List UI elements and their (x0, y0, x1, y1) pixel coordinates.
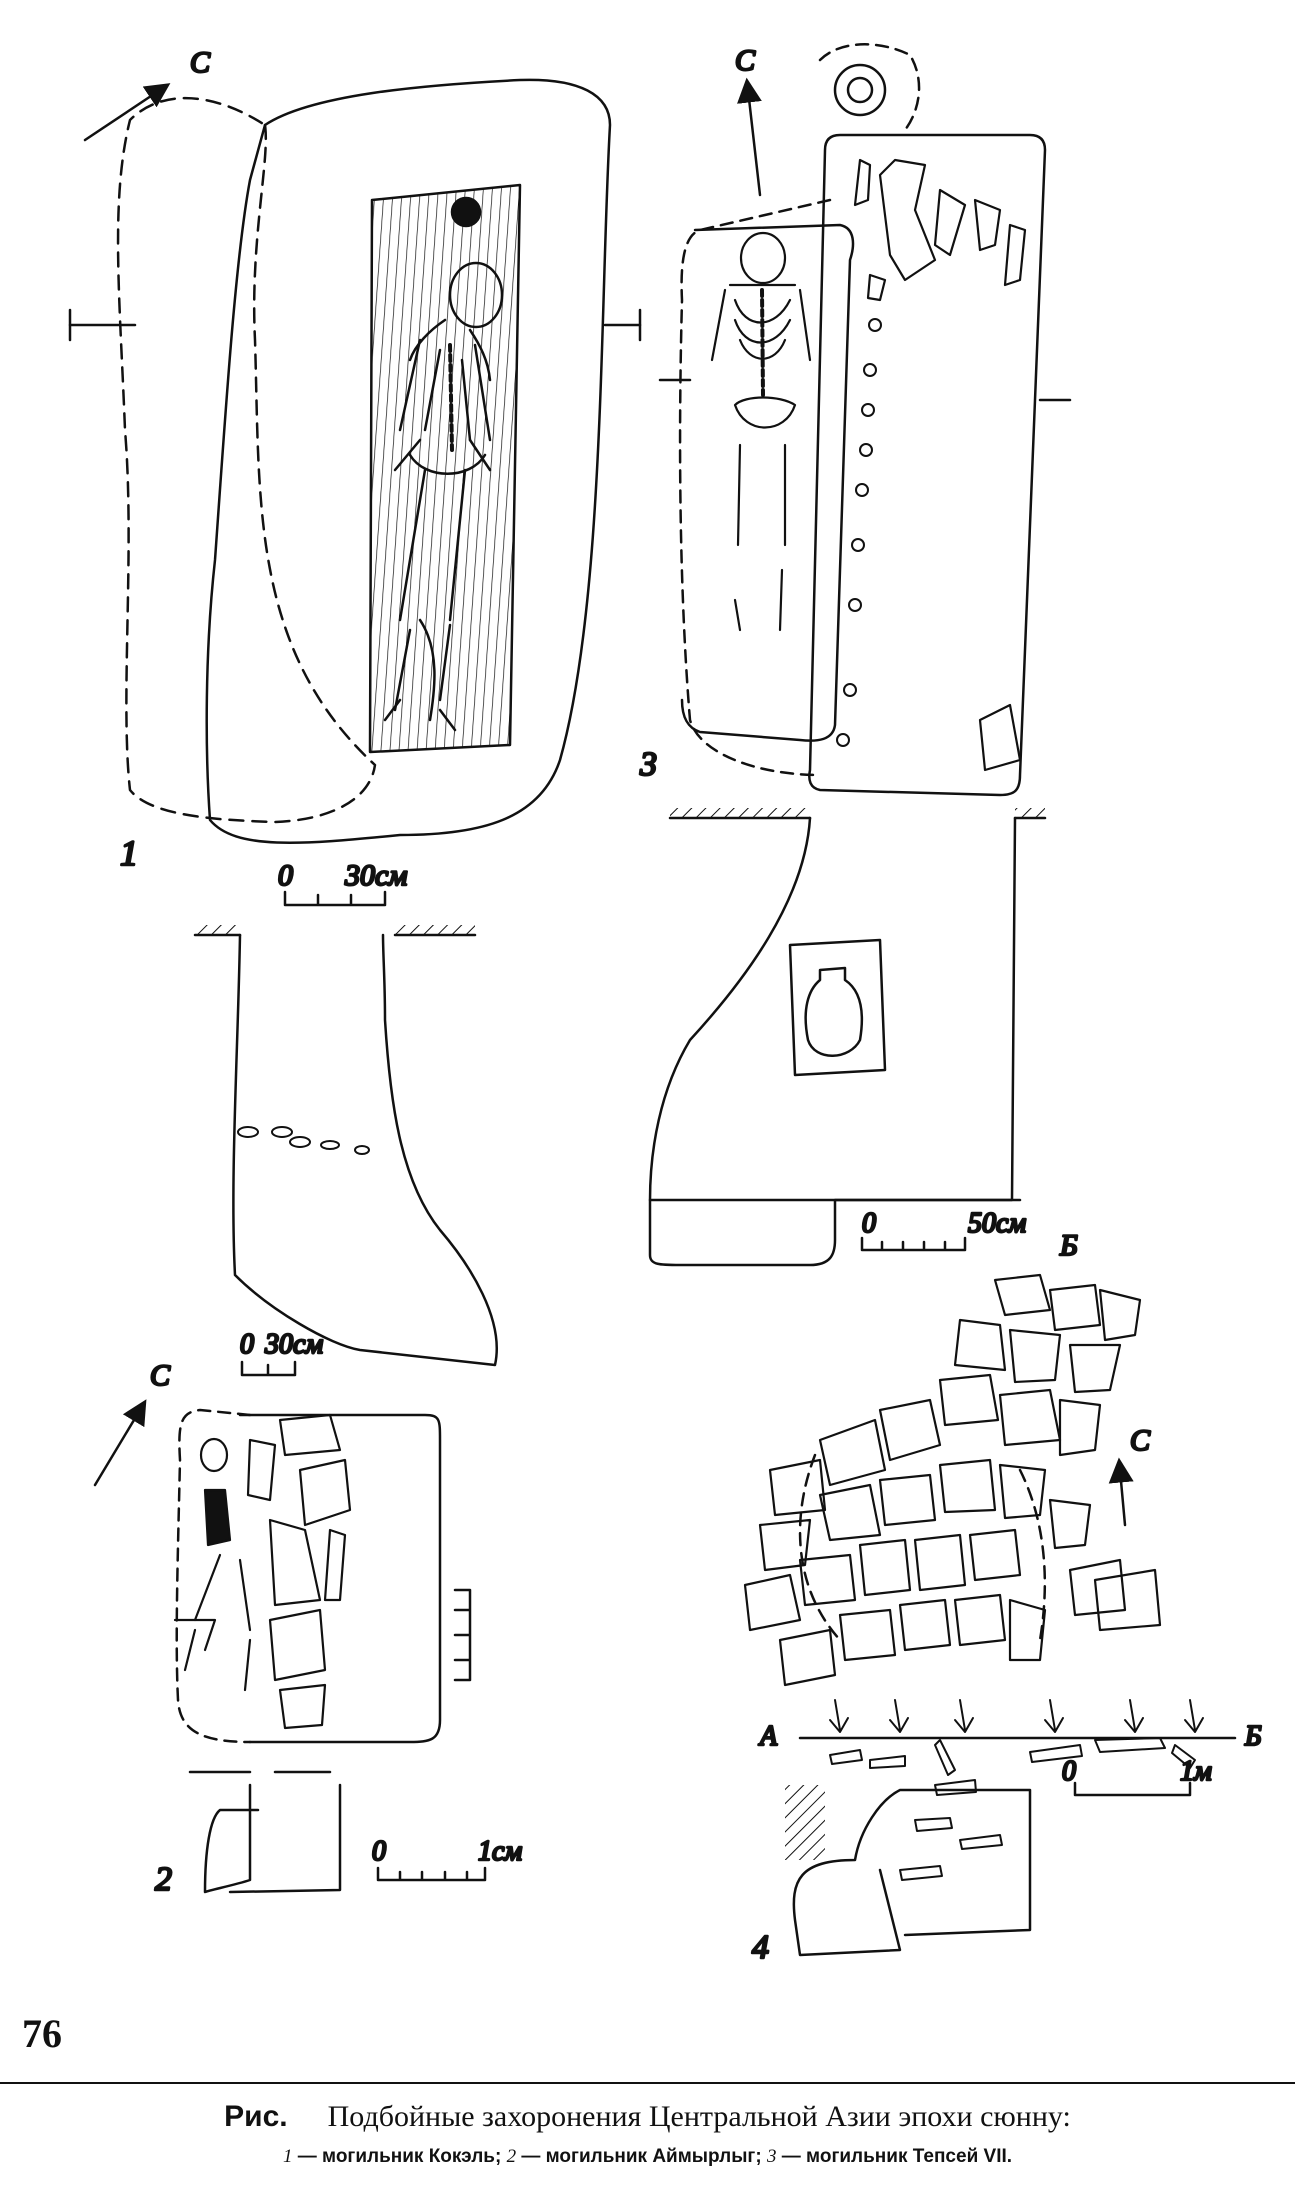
panel-2: С 2 0 1см (93, 1358, 524, 1899)
panel-1-section: 0 30см (193, 925, 498, 1377)
north-label-4: С (1130, 1424, 1151, 1457)
scale-bar-4 (1073, 1781, 1192, 1797)
scale-value-1: 30см (344, 859, 407, 892)
panel-number-4: 4 (752, 1929, 769, 1966)
section-pit-4 (792, 1788, 1032, 1957)
scale-value-3: 50см (968, 1208, 1026, 1239)
stones-2 (246, 1413, 352, 1730)
panel-number-2: 2 (155, 1861, 172, 1898)
section-label-end-4: Б (1244, 1721, 1262, 1752)
north-arrow-3 (737, 77, 762, 197)
caption-item-3-num: 3 (766, 2146, 777, 2167)
coffin-3 (808, 133, 1047, 797)
panel-4: Б С (743, 1228, 1263, 1967)
section-scale-bar-1 (240, 1360, 297, 1377)
vessel-outline-dashed (818, 43, 921, 132)
scale-ticks-2 (453, 1588, 472, 1682)
north-label-2: С (150, 1359, 171, 1392)
section-scale-value-1: 30см (264, 1329, 323, 1360)
caption-item-1-num: 1 (282, 2146, 293, 2167)
skeleton-3 (710, 231, 812, 632)
skeleton-1 (383, 261, 504, 732)
panel-number-3: 3 (639, 746, 657, 783)
section-label-start-4: А (758, 1721, 778, 1752)
pit-outline-1 (205, 78, 612, 844)
figure-label: Рис. (224, 2100, 288, 2133)
caption-item-3-text: — могильник Тепсей VII. (781, 2146, 1013, 2167)
page-number: 76 (22, 2011, 62, 2056)
scale-bar-2 (376, 1866, 487, 1882)
scale-value-2: 1см (478, 1836, 522, 1867)
caption-divider (0, 2082, 1295, 2084)
figure-title: Подбойные захоронения Центральной Азии э… (327, 2100, 1071, 2133)
north-arrow-1 (83, 83, 171, 142)
vessel-ring (833, 63, 887, 117)
skeleton-2 (173, 1437, 252, 1692)
caption-item-2-text: — могильник Аймырлыг; (521, 2146, 762, 2167)
panel-3-plan: С 3 (638, 43, 1072, 797)
section-outline-3 (648, 816, 1017, 1267)
niche (788, 938, 887, 1077)
scale-zero-3: 0 (862, 1208, 876, 1239)
scale-bar-3 (860, 1236, 967, 1252)
section-outline-2 (188, 1770, 342, 1894)
scale-zero-4: 0 (1062, 1756, 1076, 1787)
panel-1-plan: С 1 0 30см (68, 45, 642, 907)
north-arrow-2 (93, 1399, 147, 1487)
caption-item-2-num: 2 (506, 2146, 517, 2167)
scale-zero-1: 0 (278, 859, 293, 892)
chamber-outline-2 (175, 1408, 252, 1744)
bead-row (836, 318, 882, 747)
north-label-3: С (735, 44, 756, 77)
scale-value-4: 1м (1180, 1756, 1212, 1787)
vessel-icon-section (804, 966, 864, 1057)
chamber-outline-3 (678, 198, 832, 777)
surface-arrows-4 (829, 1699, 1204, 1733)
section-stones-4 (829, 1737, 1196, 1881)
scale-zero-2: 0 (372, 1836, 386, 1867)
figure-drawings: С 1 0 30см (68, 43, 1263, 1967)
caption-item-1-text: — могильник Кокэль; (297, 2146, 502, 2167)
vessel-icon (450, 196, 482, 228)
grave-outline-4 (798, 1453, 1047, 1642)
section-finds-1 (237, 1126, 370, 1155)
north-arrow-4 (1108, 1457, 1134, 1527)
chamber-outline-1 (116, 96, 377, 824)
north-label-1: С (190, 46, 211, 79)
panel-3-section: 0 50см (648, 808, 1047, 1267)
section-scale-zero-1: 0 (240, 1329, 254, 1360)
scale-bar-1 (283, 890, 387, 907)
grave-outline-3 (680, 223, 855, 742)
figure-caption-title: Рис. Подбойные захоронения Центральной Аз… (0, 2100, 1295, 2134)
panel-number-1: 1 (120, 833, 138, 873)
pit-outline-2 (238, 1413, 442, 1744)
section-mark-4: Б (1059, 1229, 1078, 1262)
section-outline-1 (232, 933, 498, 1367)
birch-bark-fragments (853, 158, 1027, 772)
vessel-ring-inner (846, 76, 874, 104)
figure-caption-items: 1 — могильник Кокэль; 2 — могильник Аймы… (0, 2146, 1295, 2168)
stone-mound-4 (743, 1273, 1162, 1687)
